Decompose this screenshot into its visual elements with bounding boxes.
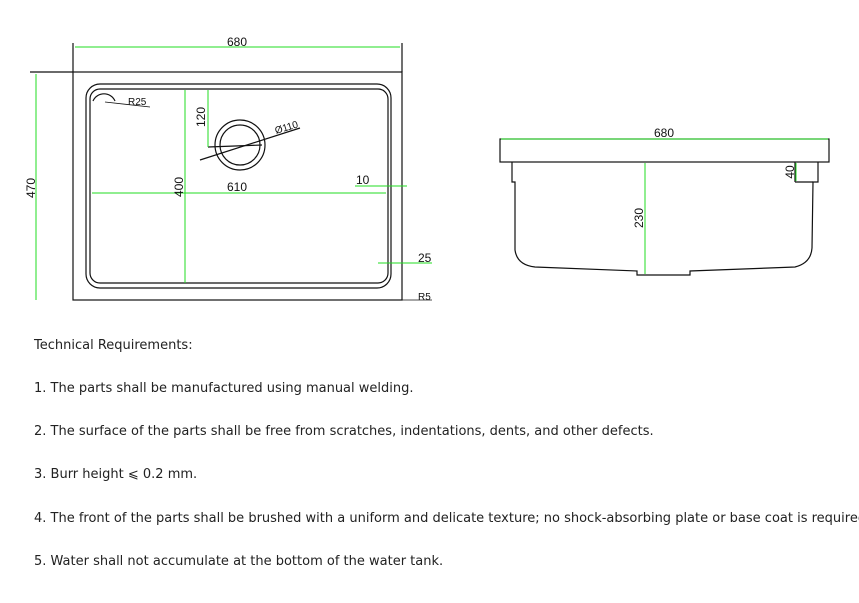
dim-front-margin: 25: [418, 251, 432, 265]
requirement-item: 1. The parts shall be manufactured using…: [34, 381, 414, 396]
side-view-dimensions: [501, 138, 828, 274]
side-dim-width: 680: [654, 126, 674, 140]
top-view-dimensions: [35, 46, 432, 300]
top-view: [30, 43, 432, 301]
dim-drain-diameter: Ø110: [274, 119, 300, 137]
side-dim-depth: 230: [632, 208, 646, 228]
side-dim-step: 40: [783, 165, 797, 179]
requirement-item: 3. Burr height ⩽ 0.2 mm.: [34, 467, 198, 482]
dim-bowl-width: 610: [227, 180, 247, 194]
requirement-item: 4. The front of the parts shall be brush…: [34, 511, 859, 526]
technical-drawing: 680 470 400 120 610 Ø110 R25 10 25 R5 68…: [24, 35, 830, 303]
bowl-profile: [511, 162, 819, 276]
dim-drain-offset: 120: [194, 107, 208, 127]
drain-outer: [214, 119, 266, 171]
dim-corner-radius: R5: [418, 292, 431, 303]
requirement-item: 5. Water shall not accumulate at the bot…: [34, 554, 444, 569]
requirement-item: 2. The surface of the parts shall be fre…: [34, 424, 654, 439]
r25-arc: [92, 93, 116, 102]
dim-width: 680: [227, 35, 247, 49]
dim-side-margin: 10: [356, 173, 370, 187]
dim-bowl-depth: 400: [172, 177, 186, 197]
dim-bowl-radius: R25: [128, 97, 147, 108]
side-view: [499, 138, 830, 276]
dim-height: 470: [24, 178, 38, 198]
requirements-title: Technical Requirements:: [34, 338, 193, 353]
rim: [499, 138, 830, 163]
